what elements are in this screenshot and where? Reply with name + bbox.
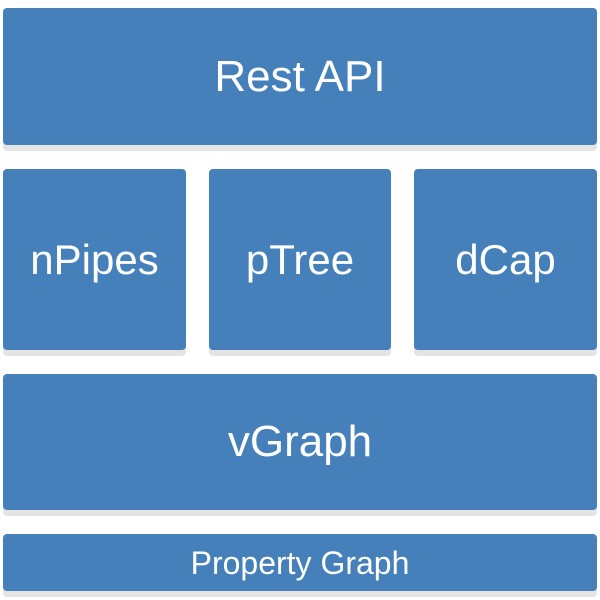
dcap-label: dCap — [455, 235, 556, 283]
npipes-module: nPipes — [3, 169, 186, 350]
ptree-label: pTree — [245, 235, 355, 283]
vgraph-layer: vGraph — [3, 374, 597, 510]
vgraph-label: vGraph — [227, 417, 373, 466]
dcap-module: dCap — [414, 169, 597, 350]
ptree-module: pTree — [209, 169, 391, 350]
rest-api-label: Rest API — [214, 51, 386, 101]
rest-api-layer: Rest API — [3, 8, 597, 145]
npipes-label: nPipes — [30, 235, 159, 283]
property-graph-layer: Property Graph — [3, 534, 597, 591]
property-graph-label: Property Graph — [190, 545, 410, 581]
